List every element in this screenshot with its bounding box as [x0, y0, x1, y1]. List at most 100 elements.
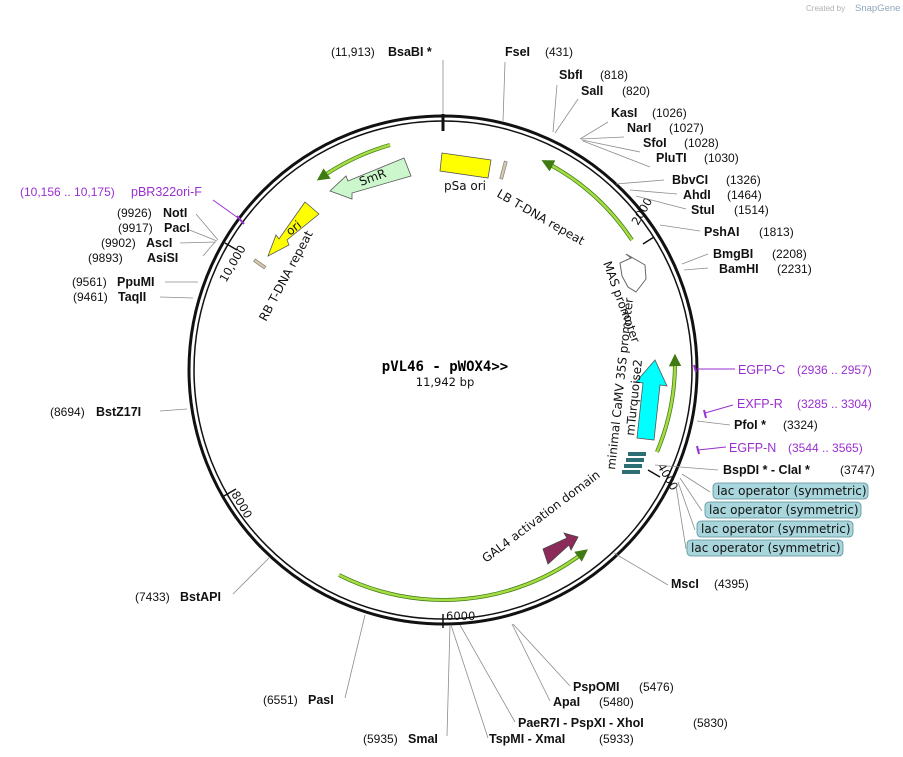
leader-pspomi [512, 623, 571, 687]
lac-operator-box-2[interactable] [704, 501, 862, 519]
camv35s-feature[interactable] [622, 452, 646, 474]
psa-ori-label: pSa ori [444, 179, 486, 193]
leader-sfoi [581, 139, 641, 153]
enzyme-name-stui[interactable]: StuI [691, 203, 715, 217]
lb-repeat-label: LB T-DNA repeat [495, 186, 588, 248]
enzyme-name-ppumi[interactable]: PpuMI [117, 275, 155, 289]
enzyme-name-bmgbi[interactable]: BmgBI [713, 247, 753, 261]
enzyme-name-noti[interactable]: NotI [163, 206, 187, 220]
enzyme-name-kasi[interactable]: KasI [611, 106, 637, 120]
enzyme-name-bstapi[interactable]: BstAPI [180, 590, 221, 604]
leader-xhoi [459, 624, 516, 723]
tick-4000 [647, 469, 661, 478]
camv35s-bar-3 [624, 464, 642, 468]
enzyme-name-bsabi[interactable]: BsaBI * [388, 45, 432, 59]
lac-operator-box-3[interactable] [696, 520, 854, 538]
enzyme-name-ahdi[interactable]: AhdI [683, 188, 711, 202]
lac-operator-label-4: lac operator (symmetric) [691, 541, 841, 555]
rb-repeat-feature[interactable] [253, 258, 267, 270]
primer-name-egfp-n[interactable]: EGFP-N [729, 441, 776, 455]
lac-operator-labels: lac operator (symmetric) lac operator (s… [686, 482, 869, 557]
enzyme-name-pspomi[interactable]: PspOMI [573, 680, 620, 694]
enzyme-pos-pluti: (1030) [704, 151, 739, 165]
arc-lb-region [541, 160, 634, 241]
enzyme-name-asisi[interactable]: AsiSI [147, 251, 178, 265]
enzyme-name-sali[interactable]: SalI [581, 84, 603, 98]
enzyme-name-pasi[interactable]: PasI [308, 693, 334, 707]
leader-kasi [579, 121, 609, 140]
enzyme-name-pluti[interactable]: PluTI [656, 151, 687, 165]
enzyme-name-apai[interactable]: ApaI [553, 695, 580, 709]
enzyme-pos-pspomi: (5476) [639, 680, 674, 694]
primer-arrow-egfp-n [696, 445, 700, 455]
smr-feature[interactable] [329, 157, 412, 200]
leader-bmgbi [681, 253, 709, 265]
tick-label-6000: 6000 [446, 609, 475, 623]
enzyme-pos-bstapi: (7433) [135, 590, 170, 604]
direction-arcs [316, 143, 682, 602]
enzyme-name-xhoi[interactable]: PaeR7I - PspXI - XhoI [518, 716, 644, 730]
primer-pos-egfp-n: (3544 .. 3565) [788, 441, 863, 455]
enzyme-pos-xhoi: (5830) [693, 716, 728, 730]
leader-clai [654, 464, 719, 471]
enzyme-name-smai[interactable]: SmaI [408, 732, 438, 746]
enzyme-name-sfoi[interactable]: SfoI [643, 136, 667, 150]
enzyme-pos-pfoi: (3324) [783, 418, 818, 432]
psa-ori-feature[interactable] [439, 152, 492, 179]
enzyme-name-xmai[interactable]: TspMI - XmaI [489, 732, 565, 746]
leader-bamhi [683, 267, 709, 271]
enzyme-name-pfoi[interactable]: PfoI * [734, 418, 766, 432]
enzyme-name-sbfi[interactable]: SbfI [559, 68, 583, 82]
enzyme-pos-bspdi-clai: (3747) [840, 463, 875, 477]
leader-ahdi [629, 189, 678, 195]
enzyme-pos-asisi: (9893) [88, 251, 123, 265]
lac-operator-label-3: lac operator (symmetric) [701, 522, 851, 536]
enzyme-pos-stui: (1514) [734, 203, 769, 217]
enzyme-pos-smai: (5935) [363, 732, 398, 746]
created-by-label: Created by [806, 4, 845, 13]
gal4-feature[interactable] [542, 532, 579, 565]
lb-repeat-feature[interactable] [499, 160, 508, 180]
enzyme-name-bstz17i[interactable]: BstZ17I [96, 405, 141, 419]
leader-lac-3 [677, 481, 696, 531]
enzyme-pos-bmgbi: (2208) [772, 247, 807, 261]
primer-name-egfp-c[interactable]: EGFP-C [738, 363, 785, 377]
primer-name-exfp-r[interactable]: EXFP-R [737, 397, 783, 411]
arc-mturq [655, 353, 682, 453]
enzyme-pos-bamhi: (2231) [777, 262, 812, 276]
leader-nari [580, 136, 625, 140]
enzyme-name-taqii[interactable]: TaqII [118, 290, 146, 304]
enzyme-name-fsei[interactable]: FseI [505, 45, 530, 59]
camv35s-bar-1 [628, 452, 646, 456]
ori-feature[interactable] [267, 201, 320, 257]
enzyme-pos-ahdi: (1464) [727, 188, 762, 202]
enzyme-name-asci[interactable]: AscI [146, 236, 172, 250]
enzyme-name-bspdi-clai[interactable]: BspDI * - ClaI * [723, 463, 810, 477]
enzyme-name-msci[interactable]: MscI [671, 577, 699, 591]
enzyme-name-pshai[interactable]: PshAI [704, 225, 739, 239]
enzyme-pos-xmai: (5933) [599, 732, 634, 746]
enzyme-pos-nari: (1027) [669, 121, 704, 135]
primer-arrow-pbr322 [236, 215, 245, 225]
mturquoise2-feature[interactable] [635, 359, 668, 441]
primer-name-pbr322ori-f[interactable]: pBR322ori-F [131, 185, 202, 199]
lac-operator-box-1[interactable] [712, 482, 869, 500]
enzyme-name-bamhi[interactable]: BamHI [719, 262, 759, 276]
enzyme-pos-bbvci: (1326) [726, 173, 761, 187]
arc-gal4 [338, 549, 588, 602]
enzyme-name-nari[interactable]: NarI [627, 121, 651, 135]
leader-smai [446, 624, 451, 737]
lac-operator-label-2: lac operator (symmetric) [709, 503, 859, 517]
enzyme-name-bbvci[interactable]: BbvCI [672, 173, 708, 187]
lac-operator-box-4[interactable] [686, 539, 844, 557]
leader-lac-1 [681, 473, 711, 493]
plasmid-name: pVL46 - pWOX4>> [382, 359, 508, 375]
enzyme-name-paci[interactable]: PacI [164, 221, 190, 235]
primer-arrow-exfp-r [703, 409, 707, 419]
leader-xmai [450, 624, 489, 739]
enzyme-pos-apai: (5480) [599, 695, 634, 709]
leader-asisi [202, 241, 216, 257]
mas-promoter-feature[interactable] [619, 253, 647, 293]
